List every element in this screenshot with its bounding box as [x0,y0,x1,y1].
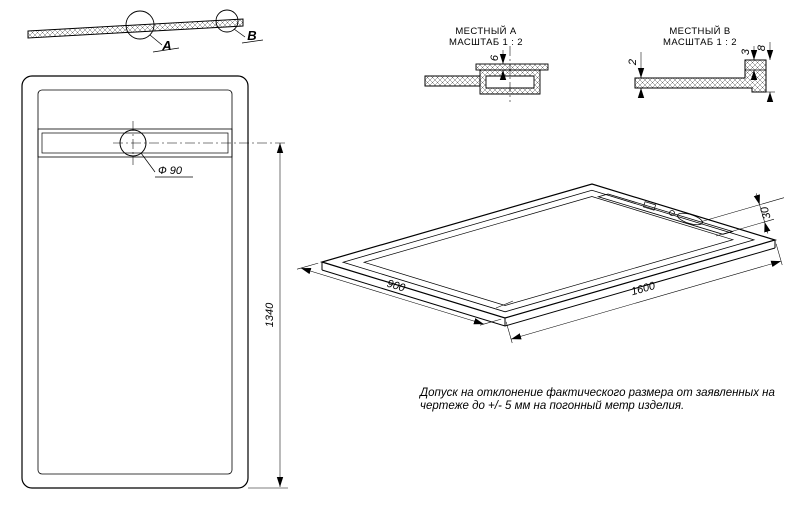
detail-b-callout-label: В [247,28,256,43]
dim-1600-text: 1600 [630,280,658,299]
section-strip [27,18,244,39]
iso-drain-cover [677,212,703,226]
detail-b-leader-line [233,28,246,38]
dim-30-ext-2 [715,218,775,237]
front-view [21,75,288,489]
detail-a-title: МЕСТНЫЙ А [455,25,517,37]
tolerance-note-line-2: чертеже до +/- 5 мм на погонный метр изд… [420,400,684,412]
drain-diameter-text: Ф 90 [158,165,183,177]
detail-a-callout-label: А [161,38,171,53]
dim-30-text: 30 [758,204,773,220]
cross-section-strip-view [27,9,264,53]
detail-a-label-underline [152,47,180,53]
iso-drain-channel [596,193,734,235]
dim-900-line [300,267,484,325]
dim-1340-text: 1340 [264,302,276,327]
detail-b-label-underline [241,39,264,44]
detail-b-title: МЕСТНЫЙ В [669,25,730,37]
isometric-view [296,183,785,344]
dim-30-arrow-bottom [764,221,771,234]
dim-2-text: 2 [627,59,639,66]
dim-1600-ext-2 [775,243,783,266]
iso-outer-edge [319,183,778,319]
drain-label-leader [140,152,156,173]
dim-30-ext-1 [699,197,785,223]
detail-b-scale: МАСШТАБ 1 : 2 [663,37,737,48]
iso-floor-edge [362,196,735,306]
dim-900-text: 900 [385,278,407,295]
detail-b-view [634,42,775,102]
detail-a-scale: МАСШТАБ 1 : 2 [449,37,523,48]
tray-inner-rim-outline [37,89,233,475]
detail-a-cover-plate [475,63,549,71]
iso-drain-inlet [643,201,657,211]
detail-b-callout-circle [215,9,239,33]
tolerance-note-line-1: Допуск на отклонение фактического размер… [418,387,775,399]
detail-a-leader-line [149,34,163,46]
dim-1600-line [511,260,782,340]
tray-outer-outline [21,75,249,489]
detail-a-floor-slab [424,75,481,87]
dim-6-text: 6 [489,54,501,61]
dim-8-text: 8 [756,44,768,51]
detail-a-view [424,46,549,102]
dim-30-arrow-top [753,193,760,205]
detail-a-callout-circle [125,10,155,40]
dim-1600-ext-1 [505,321,513,344]
drain-channel-outer [37,128,233,158]
dim-3-text: 3 [740,48,752,55]
iso-corner-chamfer [495,300,514,309]
dim-30-line [759,204,765,223]
dim-900-ext-1 [296,262,319,270]
iso-drain-screw [669,210,675,216]
iso-rim-inner-edge [341,189,756,313]
detail-b-edge-section [634,59,767,93]
